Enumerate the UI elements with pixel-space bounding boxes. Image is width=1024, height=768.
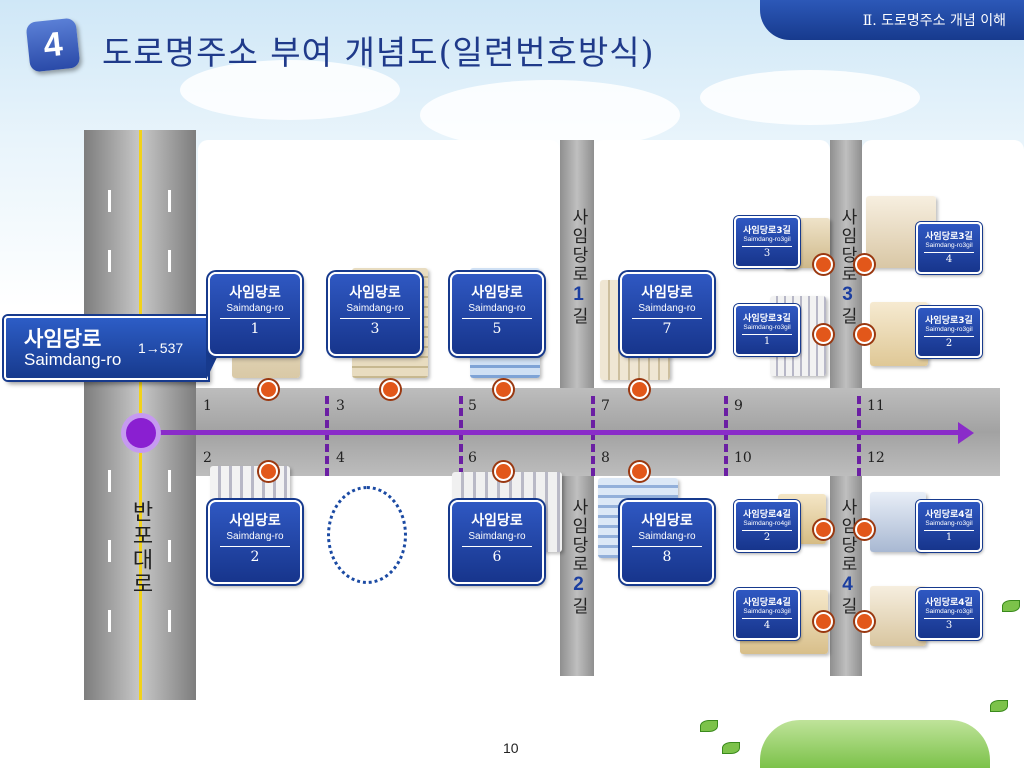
address-sign: 사임당로 Saimdang-ro 2 <box>208 500 302 584</box>
side-road-1 <box>560 140 594 388</box>
lot-divider <box>459 396 467 476</box>
lane-dash <box>108 470 111 492</box>
town-illustration <box>760 720 990 768</box>
entrance-marker <box>814 520 833 539</box>
entrance-marker <box>855 520 874 539</box>
branch-address-sign: 사임당로3길 Saimdang-ro3gil 2 <box>916 306 982 358</box>
address-number-north: 9 <box>734 398 743 414</box>
entrance-marker <box>814 255 833 274</box>
address-sign: 사임당로 Saimdang-ro 1 <box>208 272 302 356</box>
entrance-marker <box>630 462 649 481</box>
cloud <box>180 60 400 120</box>
lane-dash <box>108 610 111 632</box>
address-number-south: 12 <box>867 450 885 466</box>
side-road-label-3: 사임당로3길 <box>837 208 858 326</box>
lane-dash <box>168 190 171 212</box>
address-sign: 사임당로 Saimdang-ro 3 <box>328 272 422 356</box>
side-road-label-1: 사임당로1길 <box>568 208 589 326</box>
lot-divider <box>857 396 865 476</box>
branch-address-sign: 사임당로3길 Saimdang-ro3gil 3 <box>734 216 800 268</box>
entrance-marker <box>855 255 874 274</box>
leaf-icon <box>990 700 1008 712</box>
address-number-north: 7 <box>601 398 610 414</box>
empty-lot-4 <box>327 486 407 584</box>
side-road-label-2: 사임당로2길 <box>568 498 589 616</box>
side-road-label-4: 사임당로4길 <box>837 498 858 616</box>
side-road-2 <box>560 476 594 676</box>
address-number-south: 8 <box>601 450 610 466</box>
main-road-range: 1→537 <box>138 340 184 356</box>
address-number-north: 1 <box>203 398 212 414</box>
address-number-south: 2 <box>203 450 212 466</box>
branch-address-sign: 사임당로3길 Saimdang-ro3gil 4 <box>916 222 982 274</box>
arrow-head-icon <box>958 422 974 444</box>
lot-divider <box>591 396 599 476</box>
address-number-north: 11 <box>867 398 885 414</box>
section-tab: Ⅱ. 도로명주소 개념 이해 <box>760 0 1024 40</box>
address-number-south: 4 <box>336 450 345 466</box>
numbering-direction-arrow <box>150 430 960 435</box>
address-sign: 사임당로 Saimdang-ro 6 <box>450 500 544 584</box>
cross-road-label: 반포대로 <box>124 500 156 596</box>
leaf-icon <box>700 720 718 732</box>
entrance-marker <box>855 325 874 344</box>
branch-address-sign: 사임당로4길 Saimdang-ro3gil 3 <box>916 588 982 640</box>
entrance-marker <box>814 325 833 344</box>
address-sign: 사임당로 Saimdang-ro 8 <box>620 500 714 584</box>
address-number-south: 6 <box>468 450 477 466</box>
lane-dash <box>168 470 171 492</box>
lot-divider <box>724 396 732 476</box>
main-road-signboard: 사임당로 Saimdang-ro 1→537 <box>4 316 208 380</box>
lane-dash <box>108 250 111 272</box>
leaf-icon <box>1002 600 1020 612</box>
cloud <box>700 70 920 125</box>
cross-road-name: 반포대로 <box>128 500 153 596</box>
address-sign: 사임당로 Saimdang-ro 7 <box>620 272 714 356</box>
entrance-marker <box>494 462 513 481</box>
address-number-north: 5 <box>468 398 477 414</box>
lot-divider <box>325 396 333 476</box>
cloud <box>420 80 680 150</box>
entrance-marker <box>494 380 513 399</box>
branch-address-sign: 사임당로3길 Saimdang-ro3gil 1 <box>734 304 800 356</box>
lane-dash <box>168 250 171 272</box>
entrance-marker <box>259 462 278 481</box>
road-center-line <box>139 130 142 700</box>
address-number-north: 3 <box>336 398 345 414</box>
address-number-south: 10 <box>734 450 752 466</box>
address-sign: 사임당로 Saimdang-ro 5 <box>450 272 544 356</box>
lane-dash <box>108 190 111 212</box>
origin-point-marker <box>126 418 156 448</box>
lane-dash <box>108 540 111 562</box>
entrance-marker <box>855 612 874 631</box>
side-road-4 <box>830 476 862 676</box>
page-title: 도로명주소 부여 개념도(일련번호방식) <box>102 33 655 72</box>
page-number: 10 <box>503 740 519 756</box>
branch-address-sign: 사임당로4길 Saimdang-ro3gil 4 <box>734 588 800 640</box>
entrance-marker <box>259 380 278 399</box>
branch-address-sign: 사임당로4길 Saimdang-ro3gil 1 <box>916 500 982 552</box>
entrance-marker <box>630 380 649 399</box>
leaf-icon <box>722 742 740 754</box>
step-number-badge: 4 <box>25 17 81 73</box>
section-tab-label: Ⅱ. 도로명주소 개념 이해 <box>862 13 1006 29</box>
branch-address-sign: 사임당로4길 Saimdang-ro4gil 2 <box>734 500 800 552</box>
main-road-name-ko: 사임당로 <box>24 327 102 351</box>
main-road-name-en: Saimdang-ro <box>24 350 122 369</box>
entrance-marker <box>381 380 400 399</box>
lane-dash <box>168 610 171 632</box>
entrance-marker <box>814 612 833 631</box>
lane-dash <box>168 540 171 562</box>
